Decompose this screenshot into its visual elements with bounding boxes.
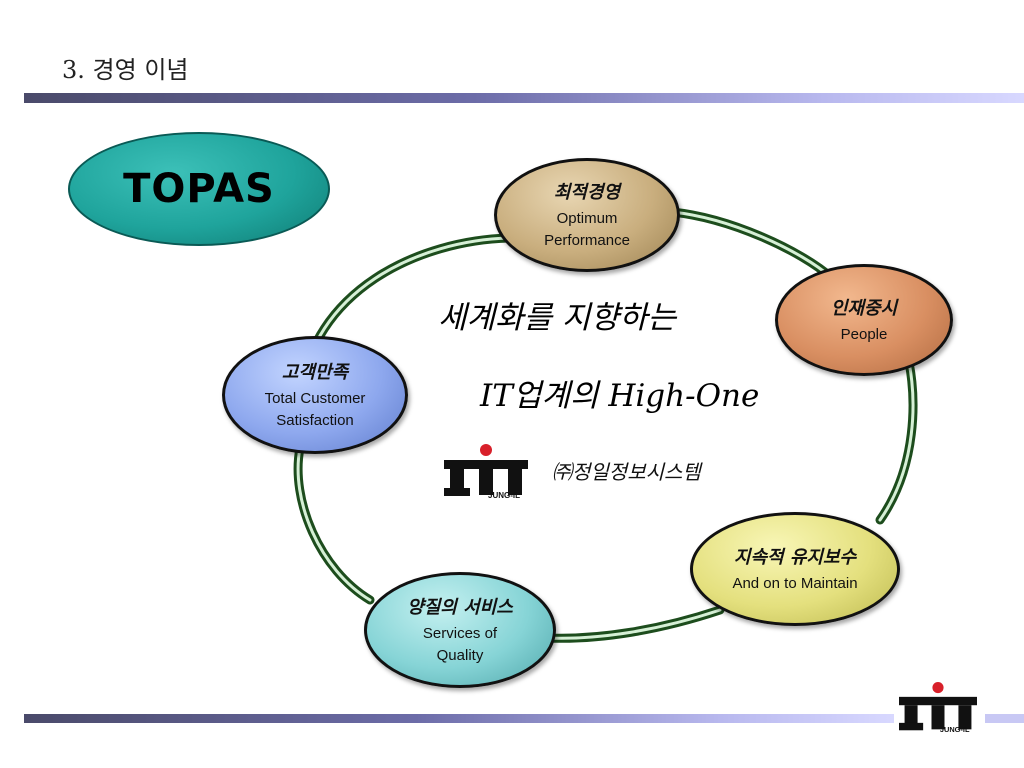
node-english-label: Services of Quality — [422, 625, 498, 664]
ring-inner-stroke — [296, 210, 915, 640]
node-korean-label: 양질의 서비스 — [407, 597, 513, 618]
logo-subtext: JUNG-IL — [488, 491, 520, 500]
company-logo: JUNG-IL — [444, 444, 528, 500]
node-english-label: And on to Maintain — [732, 575, 858, 592]
node-english-label: Total Customer Satisfaction — [264, 390, 366, 429]
footer-logo: JUNG-IL — [899, 682, 977, 734]
company-name: ㈜정일정보시스템 — [552, 460, 701, 484]
topas-label: TOPAS — [123, 166, 275, 212]
node-korean-label: 고객만족 — [281, 362, 349, 383]
node-korean-label: 최적경영 — [553, 182, 621, 203]
footer-divider-bar-end — [985, 714, 1024, 723]
footer-divider-bar — [24, 714, 894, 723]
topas-badge: TOPAS — [68, 132, 330, 246]
node-korean-label: 인재중시 — [830, 298, 898, 319]
node-service-quality: 양질의 서비스 Services of Quality — [364, 572, 556, 688]
logo-subtext: JUNG-IL — [940, 725, 970, 734]
node-people: 인재중시 People — [775, 264, 953, 376]
page-title: 3. 경영 이념 — [62, 56, 189, 84]
slogan-line-2: IT업계의 High-One — [480, 378, 760, 414]
slogan-line-1: 세계화를 지향하는 — [438, 300, 677, 336]
header-divider-bar — [24, 93, 1024, 103]
node-korean-label: 지속적 유지보수 — [733, 547, 857, 568]
node-english-label: People — [840, 326, 888, 343]
node-maintain: 지속적 유지보수 And on to Maintain — [690, 512, 900, 626]
node-customer-satisfaction: 고객만족 Total Customer Satisfaction — [222, 336, 408, 454]
node-optimum-performance: 최적경영 Optimum Performance — [494, 158, 680, 272]
node-english-label: Optimum Performance — [544, 210, 630, 249]
